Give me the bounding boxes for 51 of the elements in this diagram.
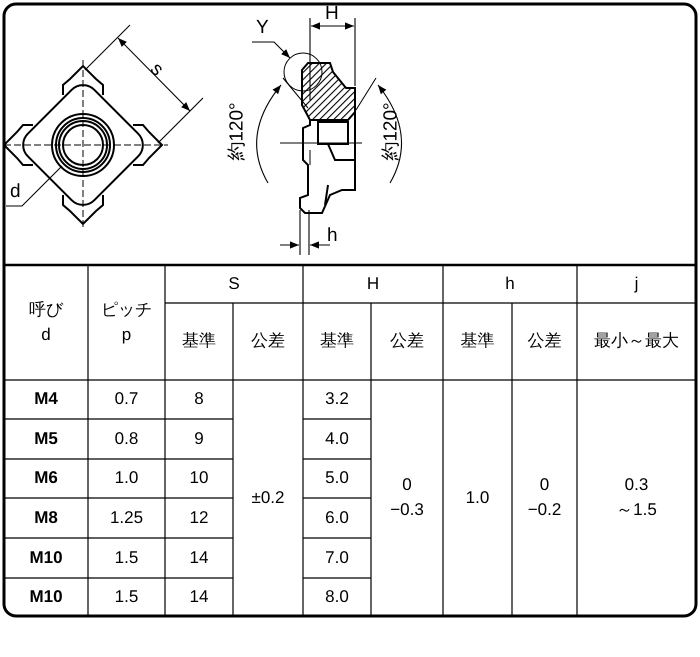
column-header: h (505, 272, 515, 295)
column-header: 公差 (390, 330, 424, 352)
table-value: 1.0 (466, 486, 490, 509)
row-header: M6 (34, 467, 58, 490)
table-value: 5.0 (325, 467, 349, 490)
angle-label: 約120° (382, 102, 401, 161)
table-value: 6.0 (325, 506, 349, 529)
row-header: M10 (29, 586, 63, 608)
table-value: 1.0 (114, 467, 138, 490)
part-label: d (10, 182, 21, 201)
table-value: 14 (190, 546, 208, 569)
column-header: 基準 (320, 330, 354, 352)
table-value: 8 (194, 388, 204, 410)
column-header: 公差 (528, 330, 562, 352)
table-value: 1.5 (114, 586, 138, 608)
column-header: 公差 (251, 330, 285, 352)
table-value: 1.25 (110, 506, 144, 529)
column-header: ピッチ p (101, 298, 152, 346)
row-header: M4 (34, 388, 58, 410)
table-value: 0.7 (114, 388, 138, 410)
table-value: 0 −0.2 (528, 474, 562, 521)
dimension-label: H (325, 4, 339, 23)
row-header: M10 (29, 546, 63, 569)
part-label: Y (256, 18, 269, 37)
column-header: 最小～最大 (594, 330, 679, 352)
leader-line (6, 166, 62, 207)
table-value: 12 (190, 506, 208, 529)
table-value: 0.3 ～1.5 (616, 474, 657, 521)
column-header: 基準 (460, 330, 494, 352)
table-value: 1.5 (114, 546, 138, 569)
table-value: 3.2 (325, 388, 349, 410)
column-header: 基準 (182, 330, 216, 352)
table-value: ±0.2 (252, 486, 284, 509)
table-value: 0.8 (114, 428, 138, 450)
row-header: M8 (34, 506, 58, 529)
angle-label: 約120° (228, 102, 247, 161)
column-header: j (634, 272, 638, 295)
column-header: 呼び d (29, 298, 63, 346)
column-header: H (366, 272, 380, 295)
dimension-label: h (327, 226, 338, 245)
table-value: 7.0 (325, 546, 349, 569)
table-value: 0 −0.3 (390, 474, 424, 521)
table-value: 14 (190, 586, 208, 608)
row-header: M5 (34, 428, 58, 450)
table-value: 10 (190, 467, 208, 490)
leader-line (252, 41, 290, 58)
table-value: 9 (194, 428, 204, 450)
column-header: S (228, 272, 240, 295)
dimension-label: s (146, 59, 167, 80)
table-value: 8.0 (325, 586, 349, 608)
table-value: 4.0 (325, 428, 349, 450)
